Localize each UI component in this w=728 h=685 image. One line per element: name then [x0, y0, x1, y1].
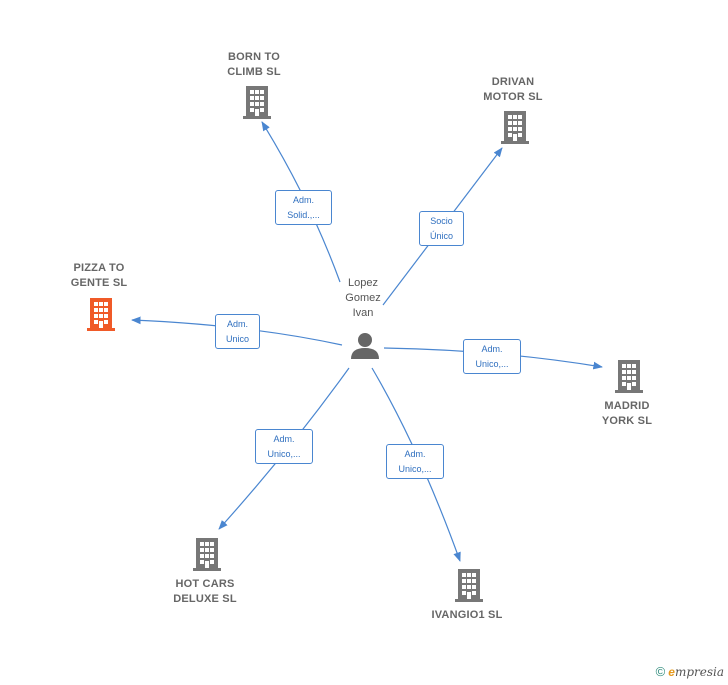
building-icon[interactable]	[455, 569, 483, 602]
relation-label-hotcars: Adm. Unico,...	[255, 429, 313, 464]
relation-label-pizza: Adm. Unico	[215, 314, 260, 349]
relation-label-ivangio: Adm. Unico,...	[386, 444, 444, 479]
person-name-label[interactable]: Lopez Gomez Ivan	[345, 277, 381, 319]
relation-label-born: Adm. Solid.,...	[275, 190, 332, 225]
company-label-hot-cars-deluxe[interactable]: HOT CARS DELUXE SL	[173, 578, 237, 605]
relation-label-drivan: Socio Único	[419, 211, 464, 246]
company-label-drivan-motor[interactable]: DRIVAN MOTOR SL	[483, 76, 543, 103]
building-icon[interactable]	[243, 86, 271, 119]
building-icon[interactable]	[501, 111, 529, 144]
company-label-ivangio1[interactable]: IVANGIO1 SL	[431, 609, 503, 621]
brand-name: mpresia	[674, 665, 724, 679]
building-icon[interactable]	[193, 538, 221, 571]
building-icon[interactable]	[615, 360, 643, 393]
relation-label-madrid: Adm. Unico,...	[463, 339, 521, 374]
brand-logo-letter: e	[668, 665, 675, 679]
company-label-pizza-to-gente[interactable]: PIZZA TO GENTE SL	[70, 262, 128, 289]
copyright-symbol: ©	[655, 664, 666, 679]
company-label-madrid-york[interactable]: MADRID YORK SL	[601, 400, 653, 427]
person-icon[interactable]	[351, 333, 379, 359]
brand-watermark: ©empresia	[656, 664, 724, 679]
building-icon[interactable]	[87, 298, 115, 331]
company-label-born-to-climb[interactable]: BORN TO CLIMB SL	[227, 51, 281, 78]
